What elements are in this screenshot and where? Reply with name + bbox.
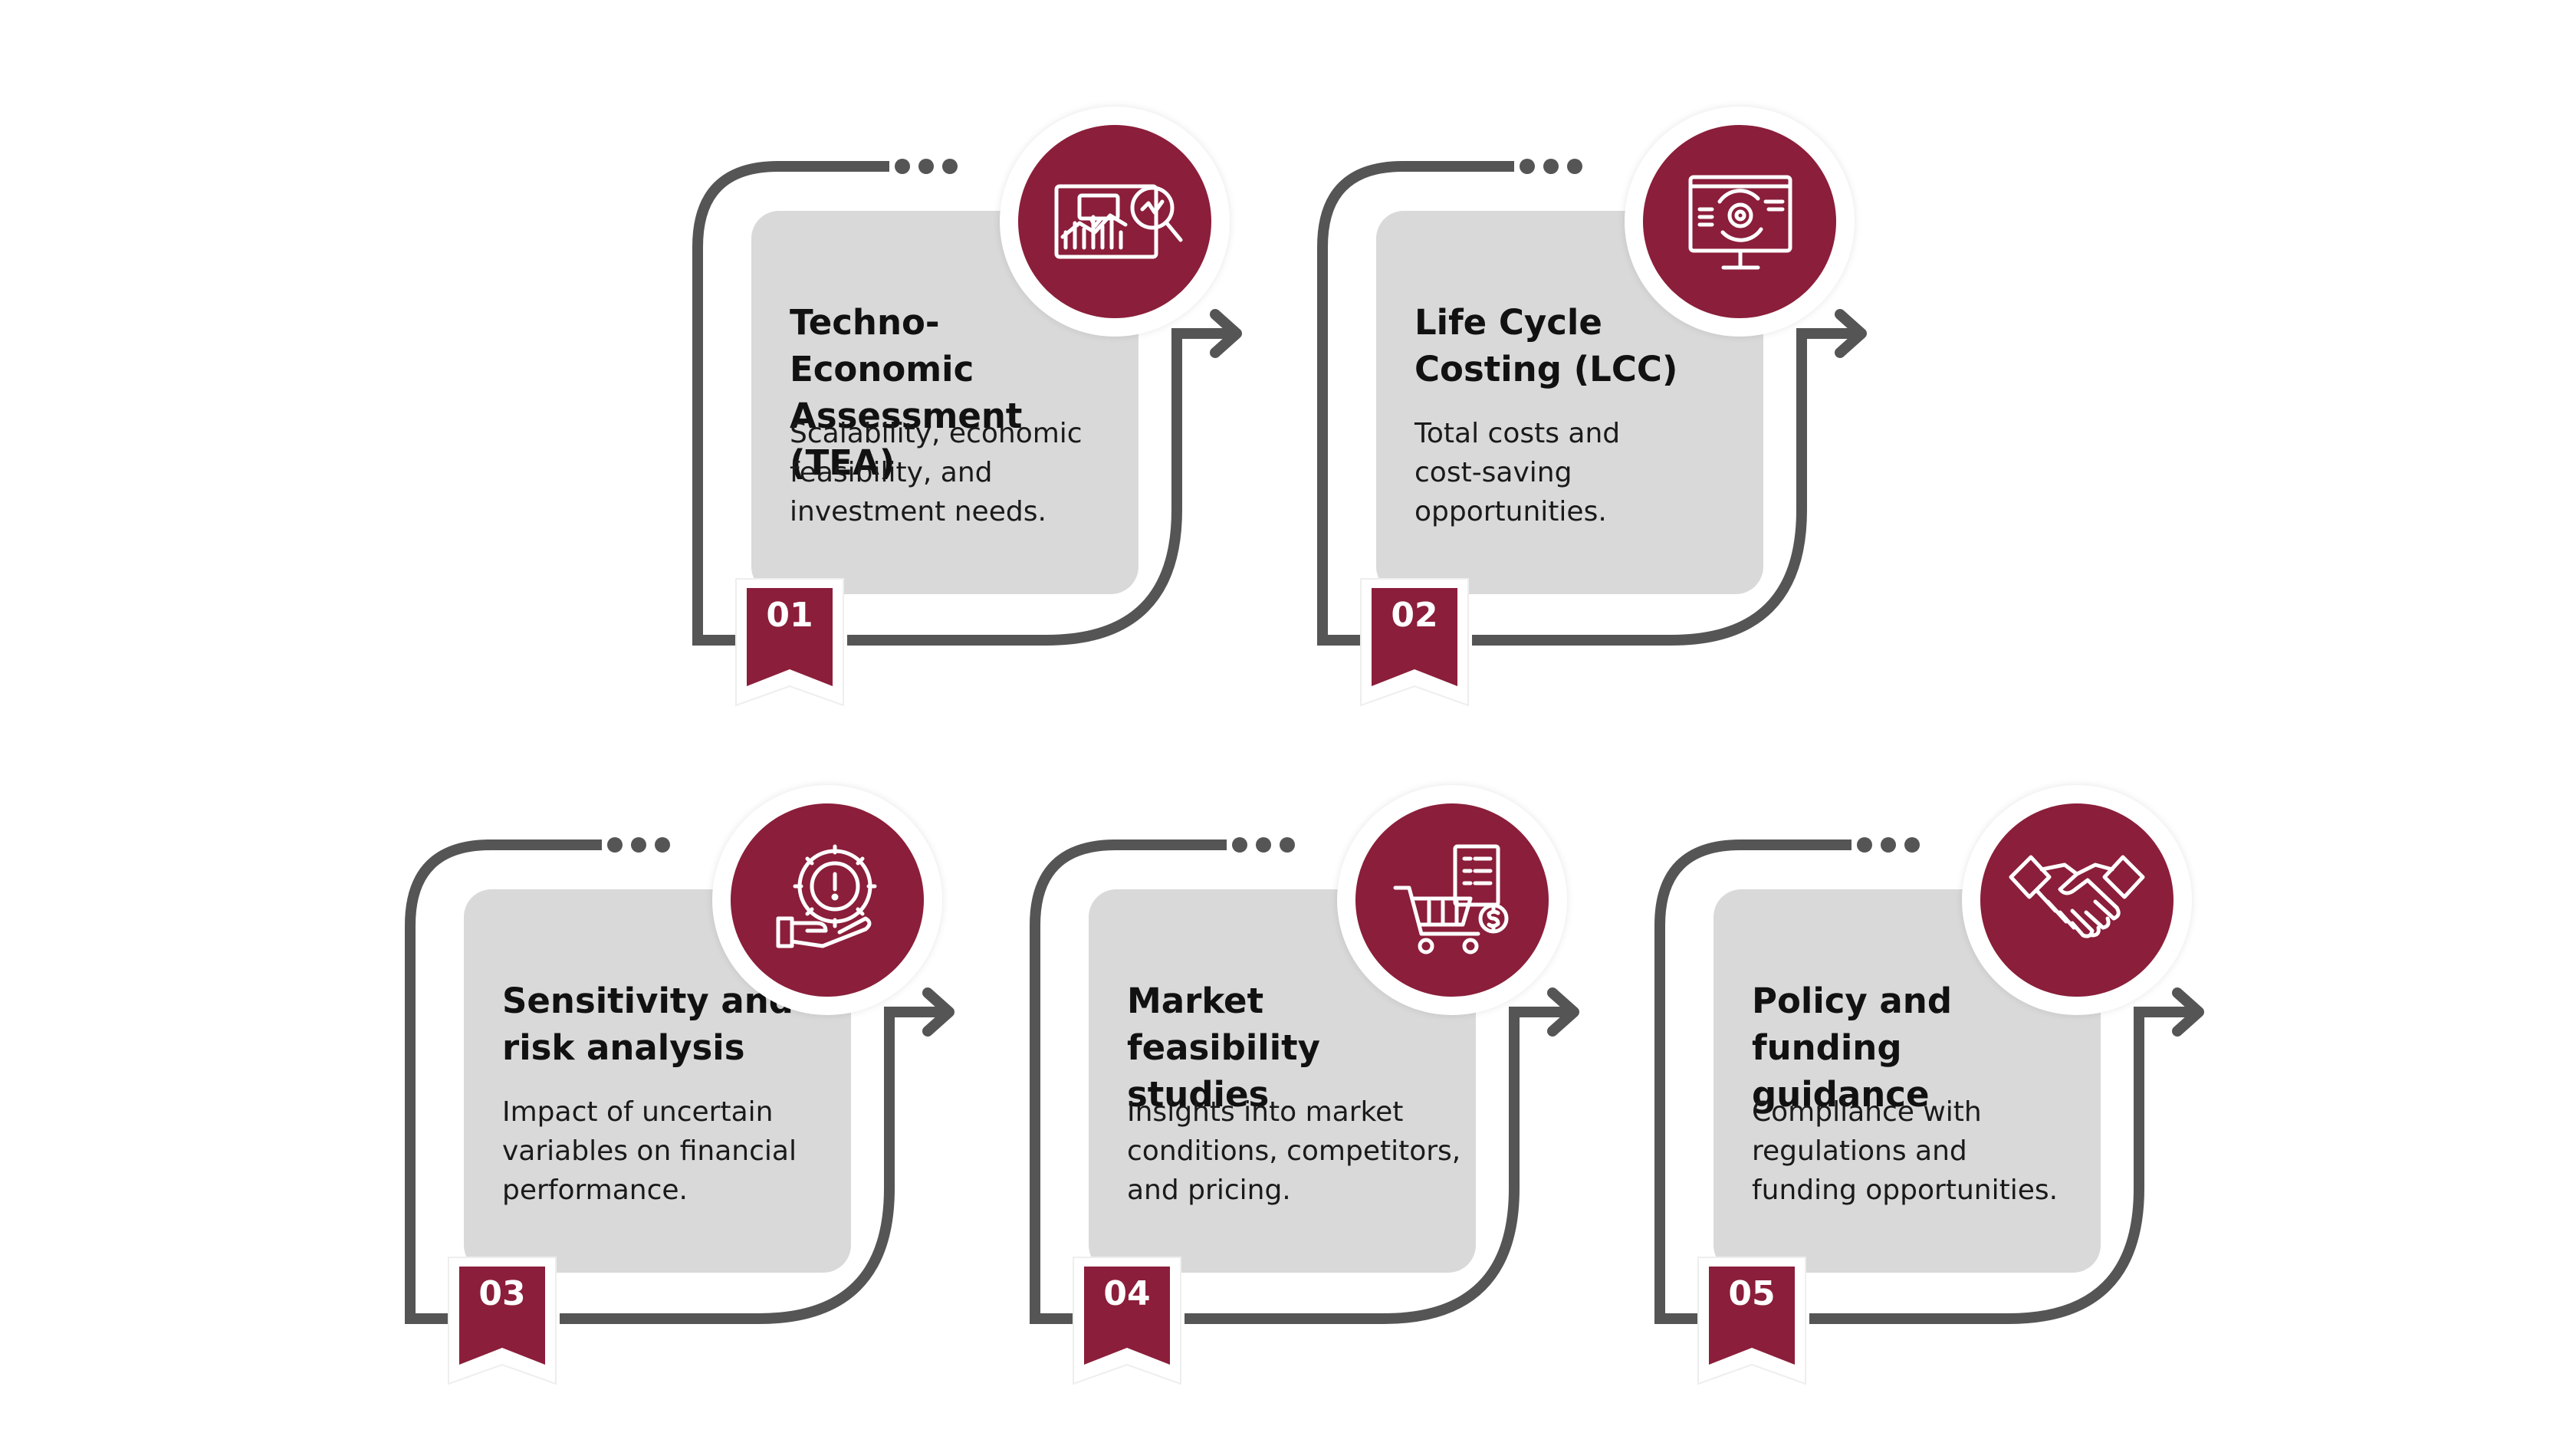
step-frame-connector	[1317, 159, 1867, 646]
ribbon-shape	[448, 1257, 557, 1385]
step-number-badge: 04	[1073, 1257, 1181, 1385]
step-icon-badge	[1625, 107, 1855, 337]
step-number: 05	[1728, 1274, 1776, 1313]
hand-gear-warning-icon	[776, 844, 877, 948]
ribbon-shape	[1697, 1257, 1806, 1385]
analytics-chart-magnifier-icon	[1054, 184, 1183, 259]
step-number: 03	[478, 1274, 526, 1313]
step-icon-badge	[1962, 785, 2192, 1015]
step-frame-connector	[1030, 837, 1579, 1324]
monitor-cycle-gear-icon	[1688, 175, 1792, 270]
ribbon-shape	[735, 578, 844, 707]
step-number-badge: 05	[1697, 1257, 1806, 1385]
step-number-badge: 01	[735, 578, 844, 707]
step-number-badge: 03	[448, 1257, 557, 1385]
step-icon-badge	[1337, 785, 1567, 1015]
step-frame-connector	[405, 837, 955, 1324]
step-number: 02	[1391, 596, 1438, 635]
step-number-badge: 02	[1360, 578, 1469, 707]
cart-invoice-dollar-icon	[1393, 844, 1509, 955]
step-icon-badge	[712, 785, 942, 1015]
step-number: 04	[1103, 1274, 1151, 1313]
step-frame-connector	[692, 159, 1242, 646]
ribbon-shape	[1360, 578, 1469, 707]
handshake-icon	[2009, 855, 2145, 938]
step-icon-badge	[1000, 107, 1230, 337]
ribbon-shape	[1073, 1257, 1181, 1385]
step-number: 01	[766, 596, 813, 635]
step-frame-connector	[1654, 837, 2204, 1324]
